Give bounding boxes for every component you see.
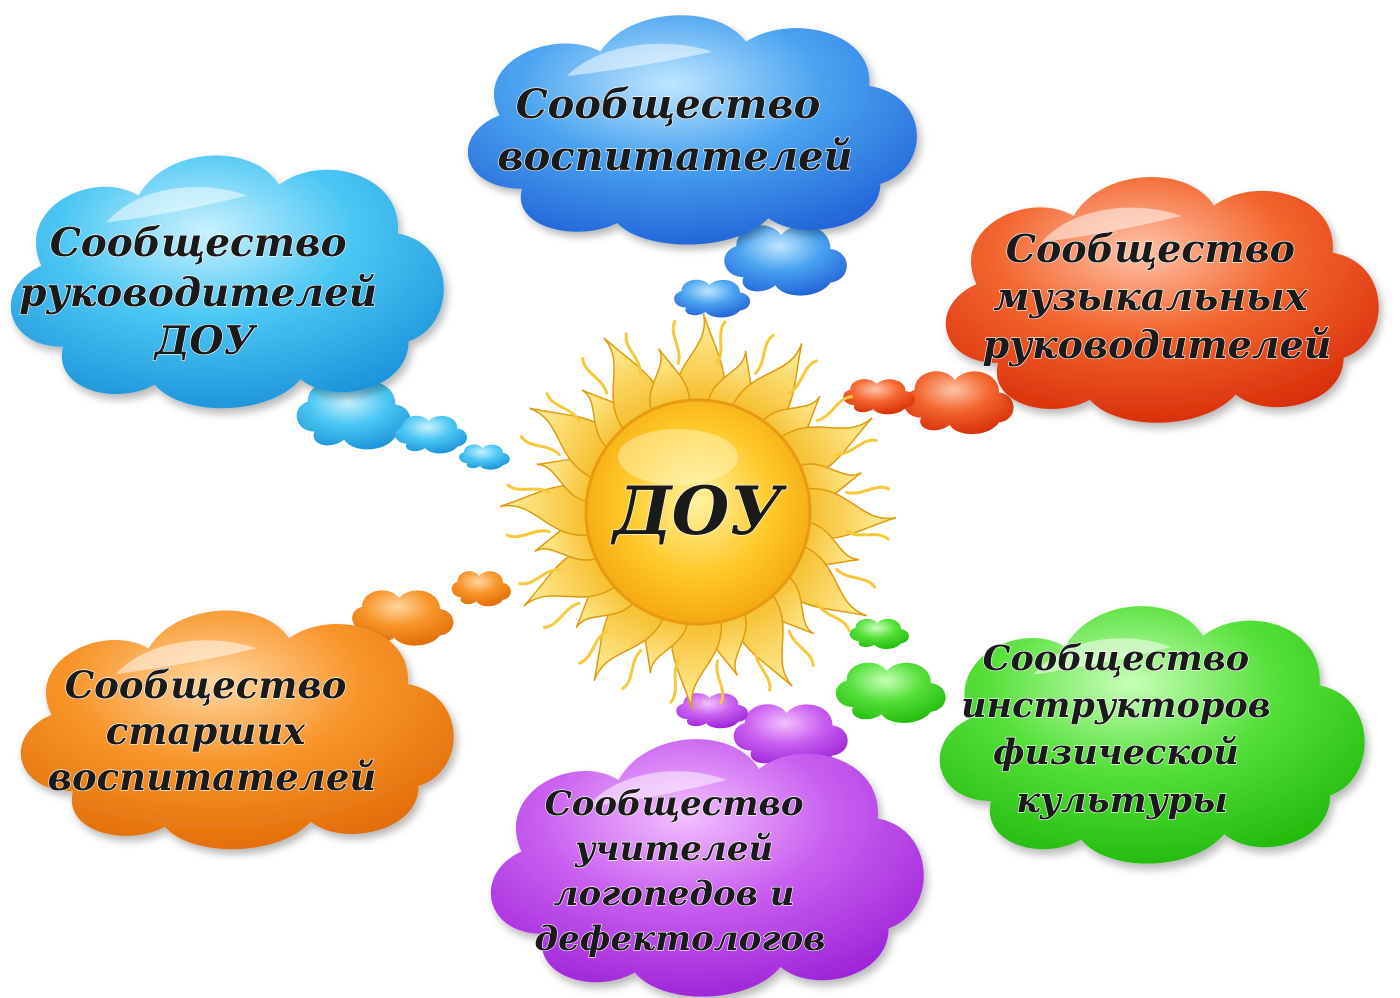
- puff-music-1: [903, 371, 1014, 435]
- puff-heads-3: [459, 444, 510, 470]
- sun-spark: [505, 529, 551, 539]
- cloud-heads-label: Сообщество руководителей ДОУ: [19, 220, 390, 364]
- sun-spark: [845, 485, 891, 495]
- puff-pe-2: [849, 618, 909, 649]
- sun-spark: [715, 659, 725, 705]
- cloud-teachers-label: Сообщество воспитателей: [497, 81, 852, 180]
- sun-spark: [787, 629, 815, 668]
- puff-speech-2: [676, 693, 749, 729]
- sun-disc: [584, 398, 812, 626]
- sun: ДОУ: [499, 313, 897, 711]
- center-label: ДОУ: [610, 472, 787, 550]
- cloud-music-label: Сообщество музыкальных руководителей: [983, 226, 1332, 367]
- sun-spark: [716, 320, 727, 365]
- cloud-senior-label: Сообщество старших воспитателей: [48, 663, 377, 799]
- sun-gloss: [618, 429, 738, 485]
- sun-spark: [753, 333, 775, 375]
- puff-senior-2: [451, 571, 511, 607]
- sun-spark: [753, 649, 772, 692]
- sun-spark: [578, 629, 609, 665]
- sun-spark: [787, 359, 818, 395]
- sun-spark: [671, 319, 681, 365]
- sun-spark: [621, 649, 643, 691]
- sun-spark: [542, 601, 581, 629]
- puff-teachers-2: [674, 279, 751, 318]
- sun-spark: [506, 483, 551, 494]
- cloud-speech-label: Сообщество учителей логопедов и дефектол…: [535, 784, 826, 959]
- puff-heads-1: [296, 381, 411, 450]
- sun-spark: [845, 530, 890, 541]
- puff-pe-1: [835, 662, 946, 723]
- puff-music-2: [843, 379, 916, 415]
- puff-teachers-1: [724, 225, 847, 296]
- sun-spark: [815, 395, 854, 423]
- puff-heads-2: [395, 415, 468, 454]
- sun-spark: [835, 567, 877, 589]
- sun-spark: [581, 356, 609, 395]
- sun-spark: [624, 332, 643, 375]
- sun-spark: [835, 438, 878, 457]
- sun-spark: [518, 567, 561, 586]
- sun-spark: [545, 392, 581, 423]
- cloud-teachers: [467, 15, 917, 245]
- sun-spark: [519, 435, 561, 457]
- sun-spark: [669, 659, 680, 704]
- sun-spark: [815, 601, 851, 632]
- cloud-pe-label: Сообщество инструкторов физической культ…: [961, 638, 1283, 821]
